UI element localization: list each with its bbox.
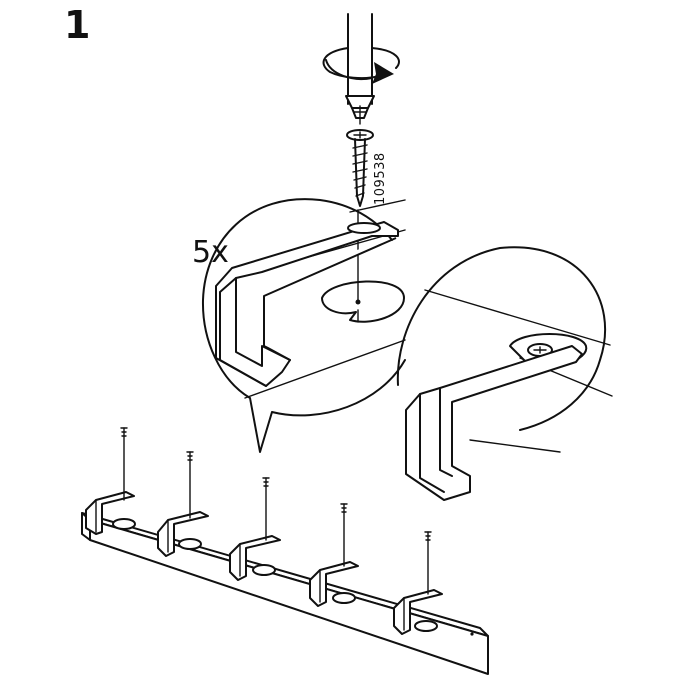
bracket-2 [157, 451, 209, 557]
zoom-detail-screwed [396, 246, 613, 501]
bracket-5 [393, 531, 443, 635]
clockwise-rotation-arrow-icon [322, 47, 400, 84]
bracket-1 [85, 427, 136, 535]
wood-screw-icon [346, 129, 374, 207]
zoom-detail-drilling [201, 198, 406, 453]
screwdriver-icon [345, 13, 375, 125]
bracket-4 [309, 503, 359, 607]
step-number: 1 [64, 3, 90, 47]
part-number-label: 109538 [373, 152, 388, 205]
bracket-3 [229, 477, 281, 581]
